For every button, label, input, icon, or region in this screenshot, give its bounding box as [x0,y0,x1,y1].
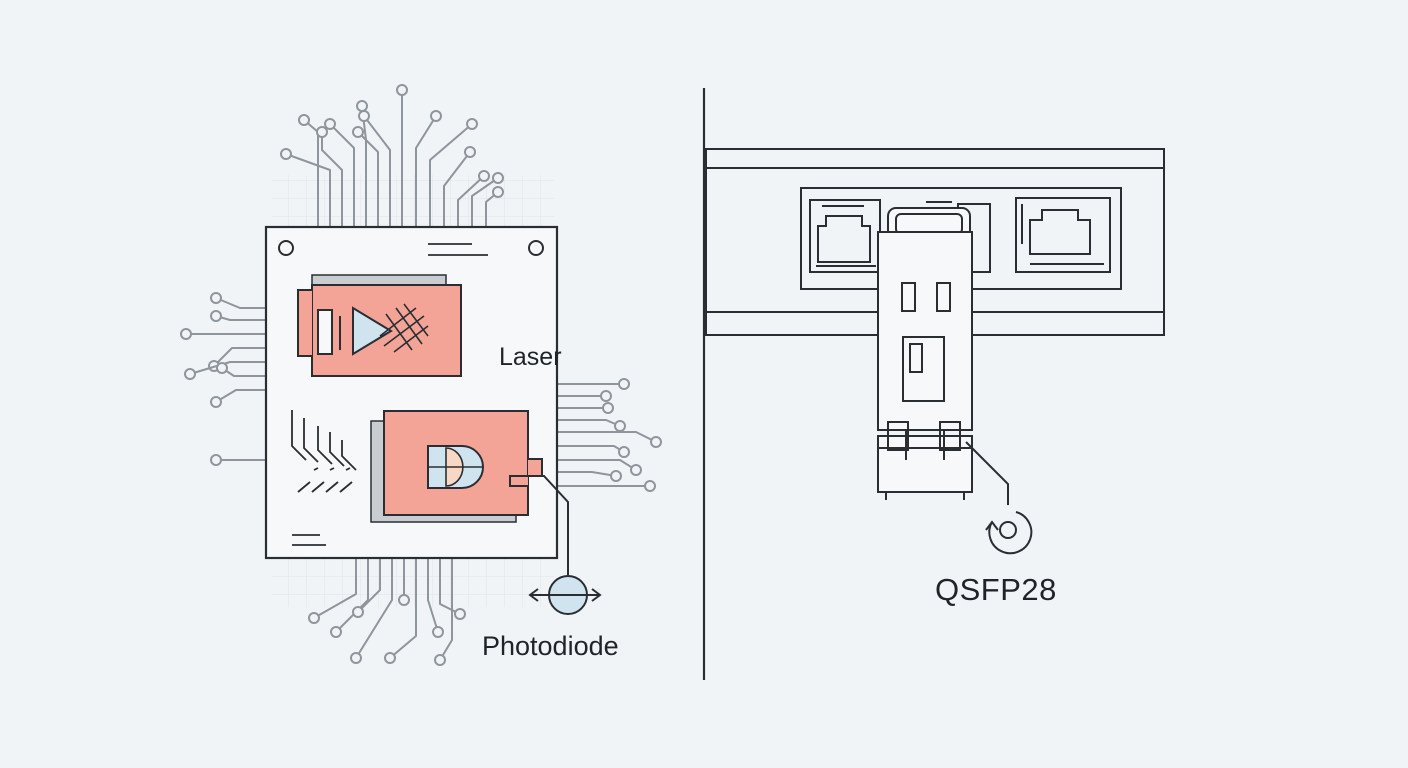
circuit-trace [329,123,355,228]
trace-via-icon [210,454,222,466]
trace-via-icon [618,446,630,458]
circuit-trace [389,557,417,659]
circuit-trace [427,557,439,633]
rj45-port-icon [1021,204,1104,265]
circuit-trace [221,367,267,377]
trace-via-icon [210,396,222,408]
trace-via-icon [434,654,446,666]
module-connector [877,435,973,493]
module-body [877,231,973,431]
laser-emission-hatch-icon [379,303,429,353]
trace-via-icon [358,110,370,122]
qsfp28-module [877,201,1009,505]
laser-component [297,274,462,377]
circuit-trace [556,431,657,443]
module-latch [902,336,945,402]
trace-via-icon [324,118,336,130]
circuit-trace [363,115,391,228]
trace-via-icon [330,626,342,638]
laser-coupler [317,309,333,355]
circuit-trace [457,175,485,228]
trace-via-icon [454,608,466,620]
module-window-right [936,282,951,312]
circuit-trace [415,115,437,228]
trace-via-icon [466,118,478,130]
circuit-trace [285,153,331,228]
module-window-left [901,282,916,312]
trace-via-icon [184,368,196,380]
circuit-traces [180,84,662,666]
trace-via-icon [216,362,228,374]
circuit-trace [556,445,625,453]
mount-hole-right-icon [528,240,544,256]
qsfp28-label: QSFP28 [935,572,1057,607]
laser-slot [297,289,312,357]
trace-via-icon [610,470,622,482]
photodiode-component [370,410,569,575]
circuit-trace [439,557,453,661]
trace-via-icon [602,402,614,414]
circuit-trace [357,131,379,228]
rj45-port-icon [816,205,876,267]
circle-arrows-icon [528,575,602,615]
module-lead [965,441,1009,505]
trace-via-icon [492,186,504,198]
circuit-trace [215,297,267,309]
chip-marking-bottom [292,534,326,546]
laser-label: Laser [499,343,562,371]
trace-via-icon [398,594,410,606]
trace-via-icon [352,126,364,138]
trace-via-icon [464,146,476,158]
trace-via-icon [298,114,310,126]
trace-via-icon [308,612,320,624]
trace-via-icon [210,310,222,322]
trace-via-icon [432,626,444,638]
circuit-trace [213,347,267,367]
photodiode-lead [522,475,569,575]
circuit-trace [355,557,393,659]
trace-via-icon [618,378,630,390]
circuit-trace [335,557,369,633]
trace-via-icon [316,126,328,138]
trace-via-icon [180,328,192,340]
trace-via-icon [350,652,362,664]
trace-via-icon [384,652,396,664]
trace-via-icon [600,390,612,402]
photodiode-label: Photodiode [482,631,619,661]
circuit-trace [189,361,267,375]
trace-via-icon [210,292,222,304]
circuit-trace [215,315,267,321]
trace-via-icon [630,464,642,476]
trace-via-icon [492,172,504,184]
trace-via-icon [478,170,490,182]
circuit-trace [215,389,267,403]
trace-via-icon [396,84,408,96]
chip-marking-top [428,243,488,256]
trace-via-icon [352,606,364,618]
trace-via-icon [650,436,662,448]
trace-via-icon [614,420,626,432]
rotate-arrow-icon [985,511,1033,555]
mount-hole-left-icon [278,240,294,256]
triangle-diode-icon [352,306,393,356]
circuit-trace [439,557,461,615]
trace-via-icon [280,148,292,160]
trace-via-icon [430,110,442,122]
circuit-trace [321,131,343,228]
circuit-trace [556,459,637,471]
light-rays-icon [291,410,357,493]
circuit-trace [471,177,499,228]
circuit-trace [429,123,473,228]
trace-via-icon [644,480,656,492]
circuit-trace [357,557,381,613]
circuit-trace [556,471,617,477]
circuit-trace [556,419,621,427]
circuit-trace [313,557,357,619]
trace-via-icon [356,100,368,112]
circuit-trace [443,151,471,228]
